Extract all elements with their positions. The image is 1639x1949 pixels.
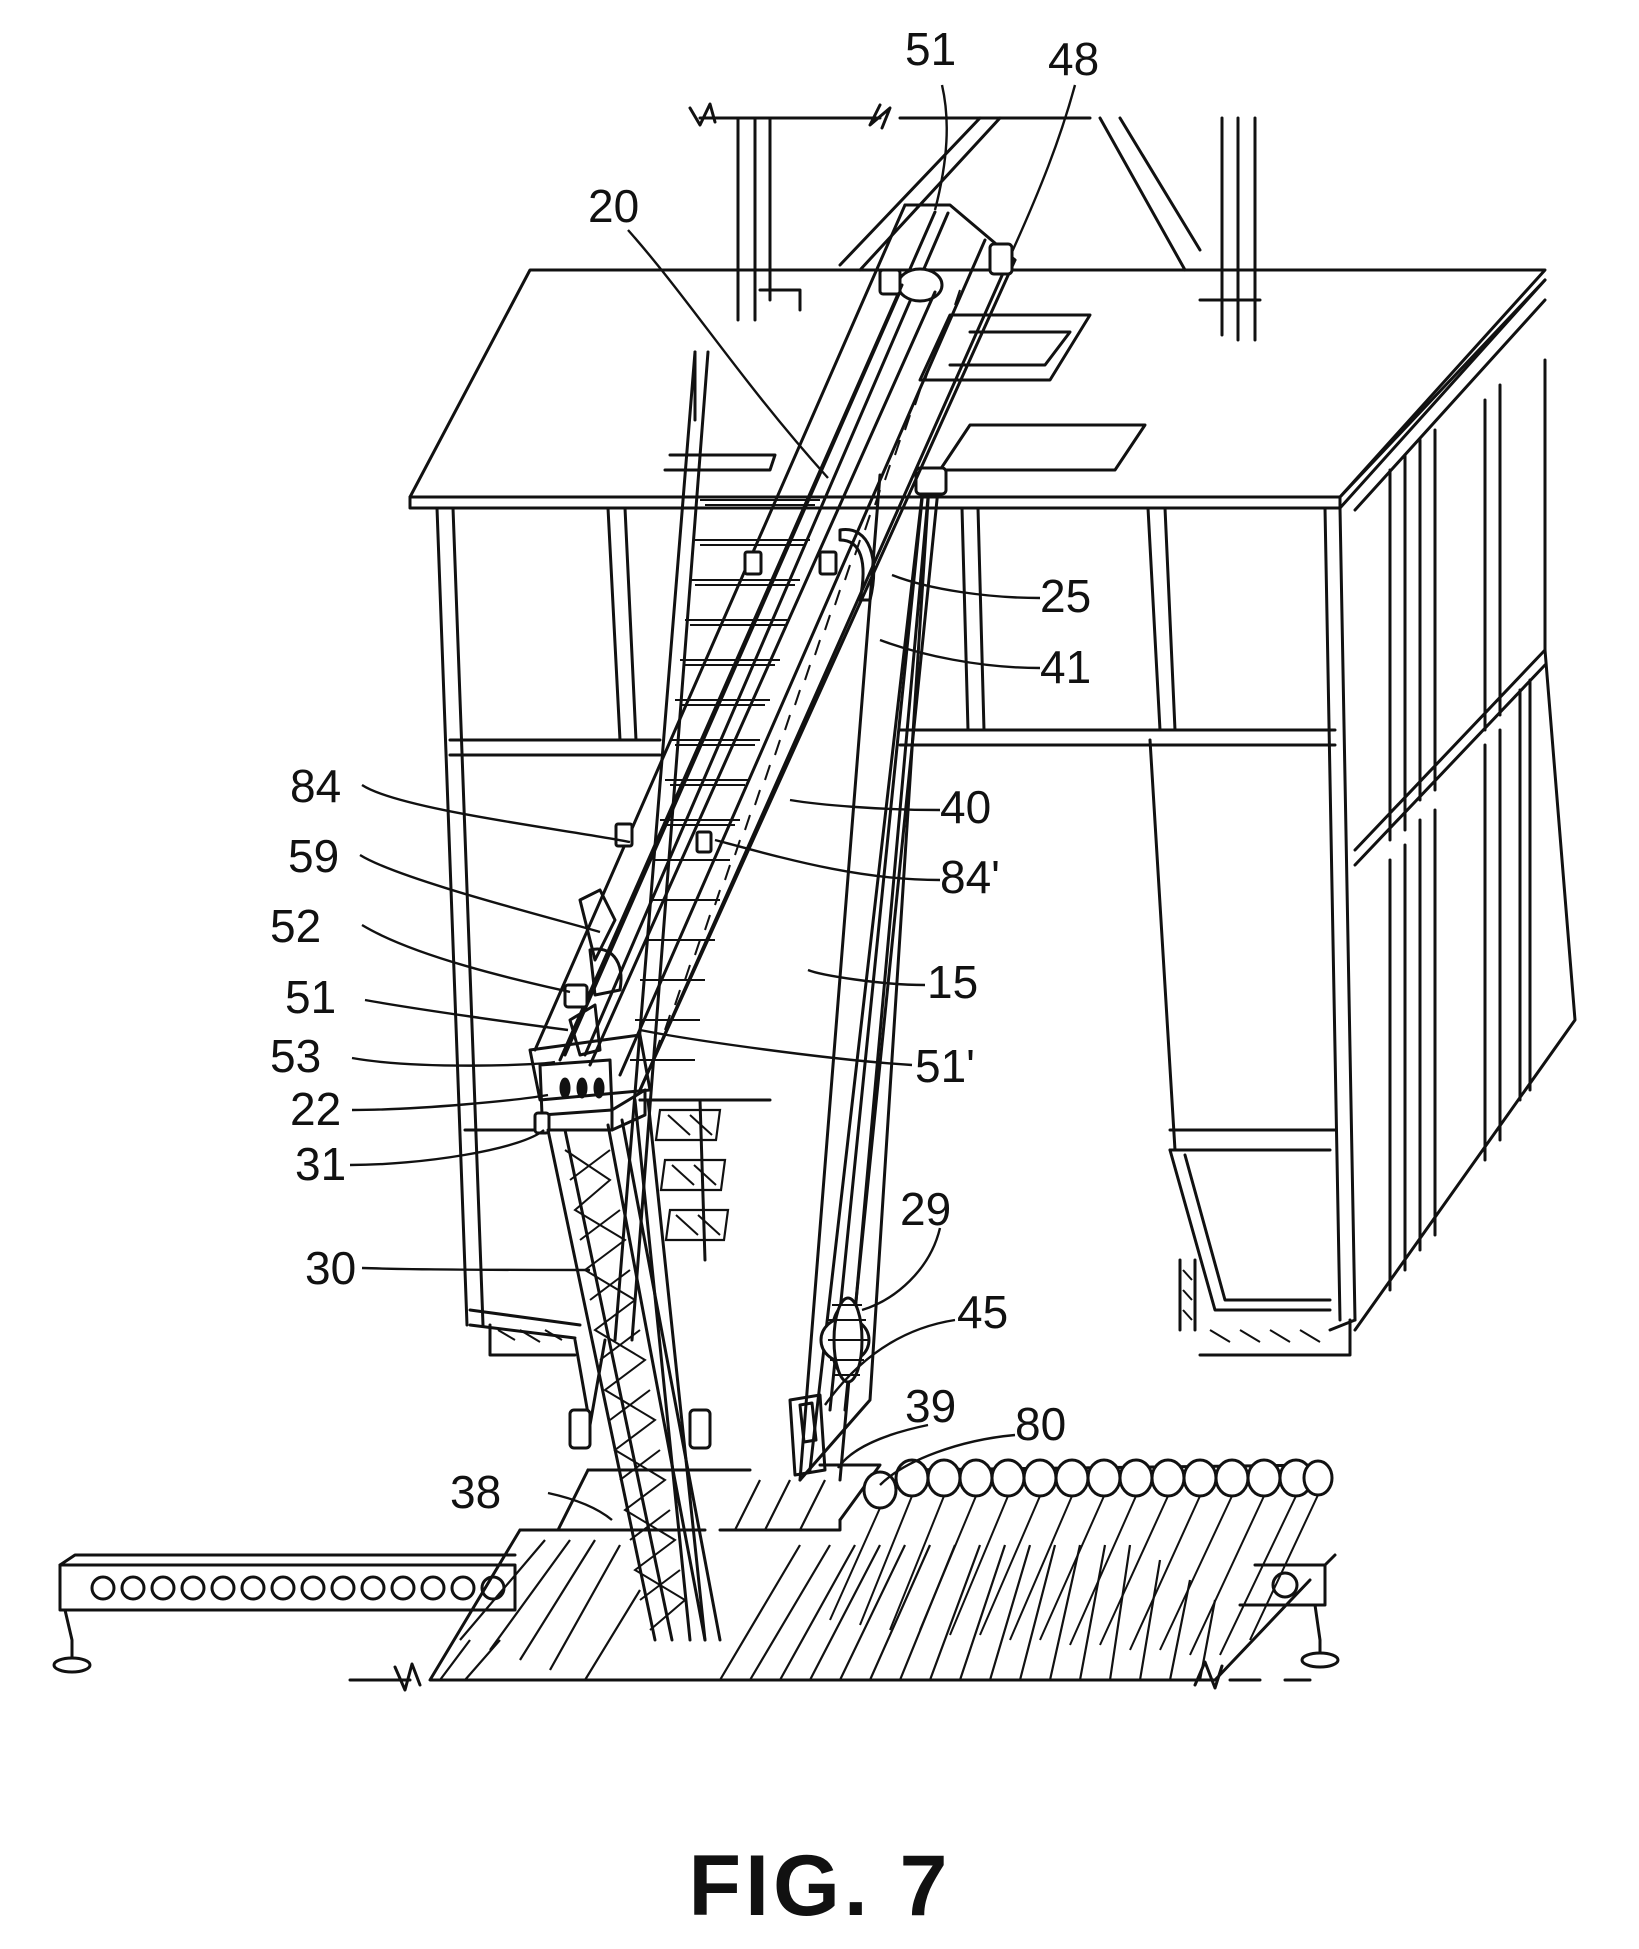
label-45: 45 xyxy=(957,1286,1008,1338)
winch-drum-29 xyxy=(819,1296,871,1384)
leader-lines xyxy=(349,84,1077,1521)
label-22: 22 xyxy=(290,1083,341,1135)
label-51-prime: 51' xyxy=(915,1040,975,1092)
label-51-mid: 51 xyxy=(285,971,336,1023)
ramp-beam-41 xyxy=(828,466,948,1412)
label-51-top: 51 xyxy=(905,23,956,75)
pipe-rack-beam xyxy=(52,1553,1340,1674)
label-15: 15 xyxy=(927,956,978,1008)
label-80: 80 xyxy=(1015,1398,1066,1450)
boom-lower-carriage xyxy=(528,888,652,1135)
substructure-box xyxy=(435,506,1357,1357)
label-40: 40 xyxy=(940,781,991,833)
derrick-top-frame xyxy=(688,102,1262,342)
label-25: 25 xyxy=(1040,570,1091,622)
label-84-prime: 84' xyxy=(940,851,1000,903)
pipe-handler-boom-20 xyxy=(533,203,1017,1092)
ground-platform xyxy=(348,1463,1312,1692)
label-52: 52 xyxy=(270,900,321,952)
label-53: 53 xyxy=(270,1030,321,1082)
ramp-foot-45 xyxy=(788,1393,827,1477)
lattice-leg-30 xyxy=(546,1118,722,1642)
label-48: 48 xyxy=(1048,33,1099,85)
drill-floor-plate xyxy=(408,268,1547,510)
label-41: 41 xyxy=(1040,641,1091,693)
label-38: 38 xyxy=(450,1466,501,1518)
stair-lower-truss xyxy=(633,1098,730,1642)
label-84: 84 xyxy=(290,760,341,812)
reference-labels: 51 48 20 25 41 84 40 59 84' 52 15 51 53 … xyxy=(270,23,1099,1518)
figure-caption: FIG. 7 xyxy=(689,1838,952,1934)
label-31: 31 xyxy=(295,1138,346,1190)
label-30: 30 xyxy=(305,1242,356,1294)
right-side-wall xyxy=(1338,278,1577,1332)
label-29: 29 xyxy=(900,1183,951,1235)
label-20: 20 xyxy=(588,180,639,232)
label-39: 39 xyxy=(905,1380,956,1432)
tubulars-80 xyxy=(829,1458,1334,1656)
label-59: 59 xyxy=(288,830,339,882)
